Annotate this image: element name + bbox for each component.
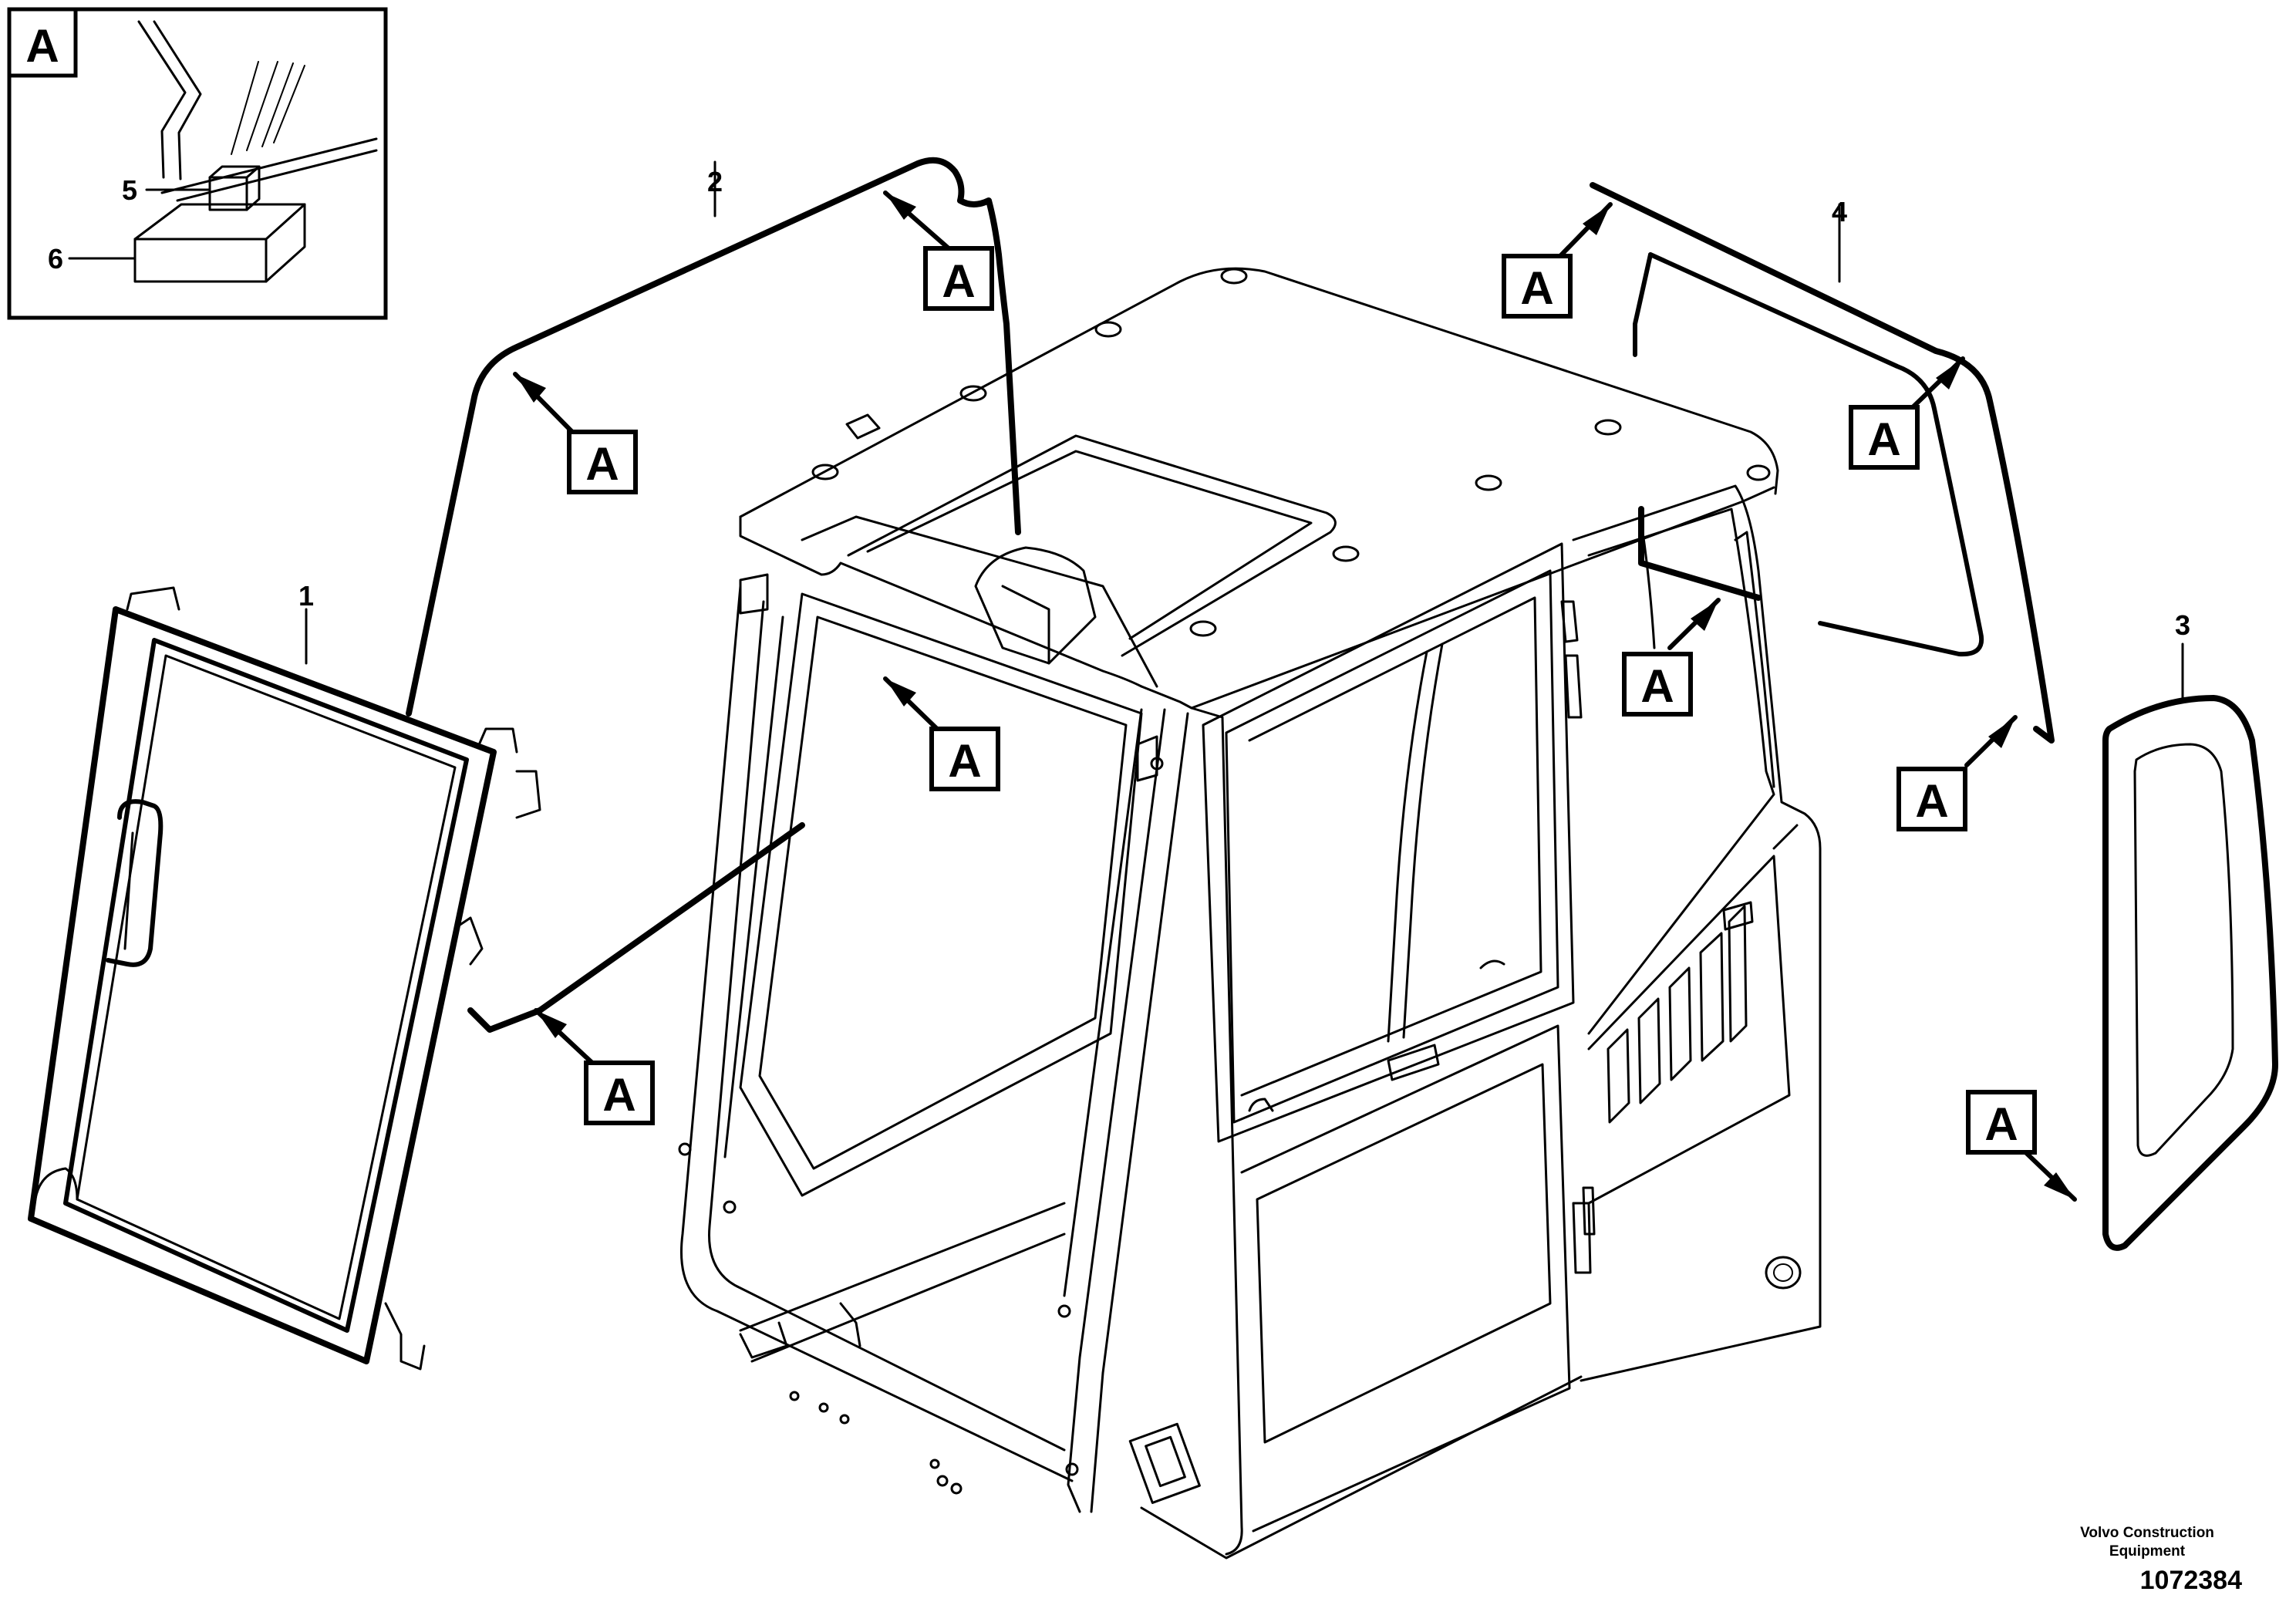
callout-1: 1 [298,580,314,612]
ref-a-9: A [1966,1090,2077,1202]
ref-a-6: A [1849,356,1965,470]
svg-text:A: A [1520,262,1553,314]
detail-inset: A 5 6 [7,7,388,320]
ref-a-7: A [1622,598,1721,717]
svg-text:A: A [585,438,619,490]
part-4-rear-glass: 4 [1590,182,2055,744]
company-name: Volvo Construction Equipment [2080,1525,2214,1560]
svg-text:A: A [1867,413,1900,465]
reference-callouts: A A A A A [513,191,2077,1202]
part-3-side-window: 3 [2102,609,2278,1251]
ref-a-5: A [1502,202,1613,319]
ref-a-1: A [883,191,994,311]
part-2-front-upper-glass: 2 [406,157,1021,1033]
inset-label-box [7,7,78,78]
document-number: 1072384 [2139,1566,2242,1595]
ref-a-3: A [534,1008,655,1125]
part-1-front-window: 1 [28,580,541,1371]
svg-text:A: A [942,255,975,307]
svg-text:A: A [1640,660,1674,712]
svg-text:A: A [602,1069,636,1121]
ref-a-4: A [883,676,1000,791]
svg-text:A: A [948,735,981,787]
ref-a-2: A [513,372,638,494]
inset-label: A [25,20,59,72]
callout-4: 4 [1832,196,1847,228]
svg-text:A: A [1984,1098,2018,1150]
side-vents [1607,905,1748,1124]
callout-6: 6 [48,243,63,275]
cab-body [678,267,1822,1560]
callout-2: 2 [707,166,723,197]
callout-5: 5 [122,174,137,206]
ref-a-8: A [1896,715,2018,831]
roof-bolts [811,268,1771,637]
callout-3: 3 [2175,609,2190,641]
svg-text:A: A [1915,775,1948,827]
